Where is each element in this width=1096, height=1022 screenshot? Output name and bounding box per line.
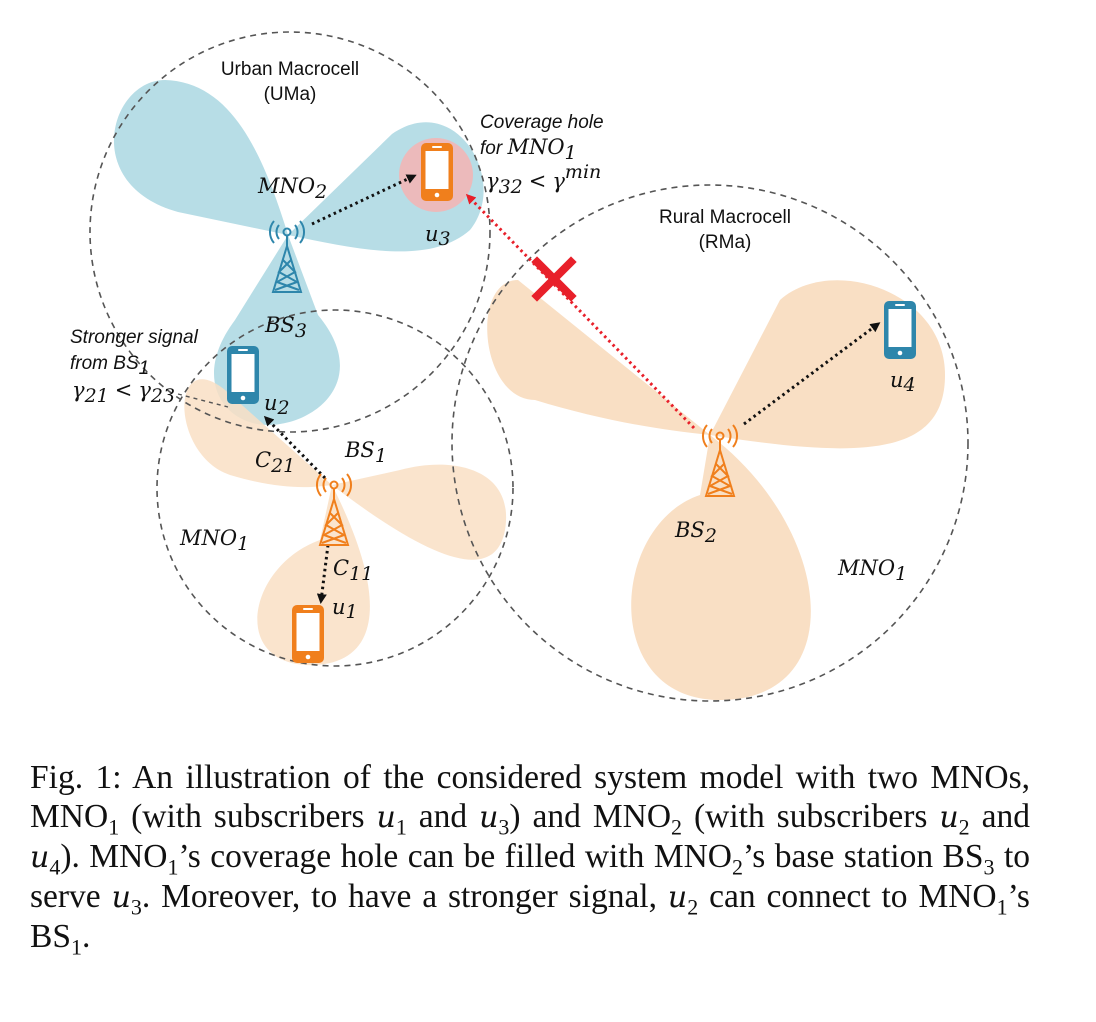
coverage-hole-line2: for MNO1 — [480, 135, 577, 164]
link-bs2-u4 — [743, 322, 881, 426]
system-model-diagram: Urban Macrocell (UMa) Rural Macrocell (R… — [70, 31, 969, 702]
rma-abbr: (RMa) — [699, 232, 752, 253]
u3-label: u3 — [425, 222, 451, 250]
link-bs3-u3 — [311, 174, 417, 226]
bs1-cell-boundary — [156, 309, 514, 667]
bs3-label: BS3 — [264, 313, 307, 342]
bs1-coverage — [184, 379, 507, 666]
smartphone-icon — [292, 605, 324, 663]
uma-title: Urban Macrocell — [221, 59, 359, 80]
mno1-label-left: MNO1 — [179, 526, 249, 555]
stronger-signal-line1: Stronger signal — [70, 327, 199, 348]
figure-caption: Fig. 1: An illustration of the considere… — [30, 759, 1030, 960]
mno2-label: MNO2 — [257, 174, 327, 203]
cross-icon — [531, 256, 577, 302]
stronger-signal-line2: from BS1 — [70, 353, 149, 379]
smartphone-icon — [421, 143, 453, 201]
smartphone-icon — [227, 346, 259, 404]
u4-label: u4 — [890, 368, 916, 396]
mno1-label-right: MNO1 — [837, 556, 907, 585]
c11-label: C11 — [333, 556, 373, 585]
link-bs1-u2 — [263, 415, 327, 480]
rma-cell-boundary — [451, 184, 969, 702]
smartphone-icon — [884, 301, 916, 359]
uma-cell-boundary — [89, 31, 491, 433]
gamma21-condition: γ21<γ23 — [72, 378, 175, 407]
gamma32-condition: γ32<γmin — [486, 161, 601, 198]
u1-label: u1 — [332, 595, 358, 623]
bs1-label: BS1 — [344, 438, 387, 467]
gamma-pointer — [177, 393, 229, 408]
u2-label: u2 — [264, 391, 290, 419]
bs2-label: BS2 — [674, 518, 717, 547]
coverage-hole-line1: Coverage hole — [480, 112, 604, 133]
rma-title: Rural Macrocell — [659, 207, 791, 228]
c21-label: C21 — [255, 448, 295, 477]
bs3-coverage — [113, 80, 484, 425]
uma-abbr: (UMa) — [264, 84, 317, 105]
